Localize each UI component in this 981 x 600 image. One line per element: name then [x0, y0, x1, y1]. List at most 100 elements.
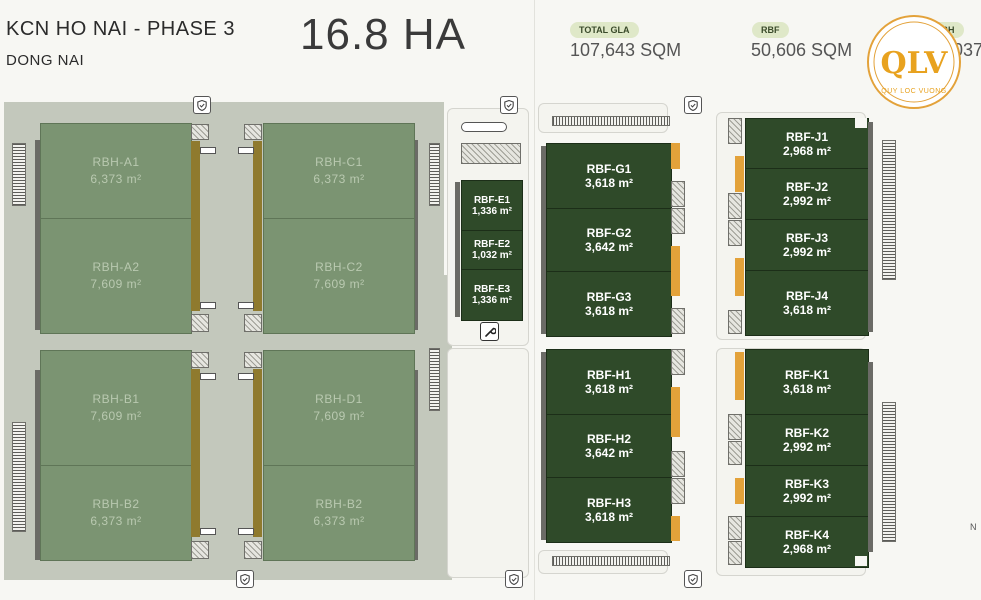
shield-icon[interactable]	[684, 570, 702, 588]
block-area: 2,992 m²	[782, 491, 832, 505]
shield-icon[interactable]	[236, 570, 254, 588]
block-rbh-b1[interactable]: RBH-B1 7,609 m²	[40, 350, 192, 466]
loading-dock	[735, 352, 744, 400]
block-rbh-b2[interactable]: RBH-B2 6,373 m²	[40, 465, 192, 561]
block-rbf-k4[interactable]: RBF-K4 2,968 m²	[745, 516, 869, 568]
block-rbf-e2[interactable]: RBF-E2 1,032 m²	[461, 230, 523, 270]
block-rbh-a2[interactable]: RBH-A2 7,609 m²	[40, 218, 192, 334]
shield-icon[interactable]	[684, 96, 702, 114]
block-name: RBF-K4	[785, 528, 829, 542]
parking-slots	[429, 143, 440, 206]
block-area: 3,618 m²	[782, 382, 832, 396]
building-wall	[541, 146, 546, 334]
loading-dock	[671, 246, 680, 296]
block-area: 7,609 m²	[90, 409, 142, 423]
total-area: 16.8 HA	[300, 10, 466, 59]
loading-dock	[191, 369, 200, 537]
block-rbf-g1[interactable]: RBF-G1 3,618 m²	[546, 143, 672, 209]
block-area: 2,992 m²	[782, 245, 832, 259]
block-name: RBH-D1	[315, 392, 363, 406]
building-wall	[35, 370, 40, 560]
wrench-icon[interactable]	[480, 322, 499, 341]
guard-booth	[461, 122, 507, 132]
loading-ramp	[728, 118, 742, 144]
shield-icon[interactable]	[193, 96, 211, 114]
loading-ramp	[728, 541, 742, 565]
block-name: RBF-H2	[587, 432, 631, 446]
loading-ramp	[671, 478, 685, 504]
block-name: RBF-J2	[785, 180, 828, 194]
block-rbf-g2[interactable]: RBF-G2 3,642 m²	[546, 208, 672, 272]
stat-badge: TOTAL GLA	[570, 22, 639, 38]
block-rbf-j3[interactable]: RBF-J3 2,992 m²	[745, 219, 869, 271]
block-name: RBF-J1	[785, 129, 828, 144]
block-rbf-e3[interactable]: RBF-E3 1,336 m²	[461, 269, 523, 321]
loading-ramp	[728, 516, 742, 540]
block-name: RBF-E1	[473, 194, 511, 206]
block-rbf-j2[interactable]: RBF-J2 2,992 m²	[745, 168, 869, 220]
block-area: 7,609 m²	[90, 277, 142, 291]
block-rbf-j4[interactable]: RBF-J4 3,618 m²	[745, 270, 869, 336]
shield-icon[interactable]	[500, 96, 518, 114]
block-rbh-d1[interactable]: RBH-D1 7,609 m²	[263, 350, 415, 466]
block-rbh-d2[interactable]: RBH-B2 6,373 m²	[263, 465, 415, 561]
block-rbf-h2[interactable]: RBF-H2 3,642 m²	[546, 414, 672, 478]
dock-door	[238, 528, 254, 535]
parking-slots	[552, 556, 670, 566]
block-area: 2,968 m²	[782, 542, 832, 556]
block-rbh-a1[interactable]: RBH-A1 6,373 m²	[40, 123, 192, 219]
dock-door	[238, 373, 254, 380]
block-name: RBH-C1	[315, 155, 363, 169]
logo-mark: QLV	[880, 46, 948, 81]
parking-slots	[12, 143, 26, 206]
loading-ramp	[728, 414, 742, 440]
block-name: RBF-G2	[586, 226, 632, 240]
block-rbh-c2[interactable]: RBH-C2 7,609 m²	[263, 218, 415, 334]
block-area: 2,968 m²	[782, 143, 832, 158]
block-rbf-k1[interactable]: RBF-K1 3,618 m²	[745, 349, 869, 415]
block-name: RBH-B2	[315, 497, 363, 511]
stat-badge: RBF	[752, 22, 789, 38]
block-rbf-k2[interactable]: RBF-K2 2,992 m²	[745, 414, 869, 466]
road-loop	[447, 348, 529, 578]
loading-ramp	[191, 352, 209, 368]
block-area: 7,609 m²	[313, 409, 365, 423]
page-title: KCN HO NAI - PHASE 3	[6, 18, 235, 40]
parking-slots	[882, 402, 896, 542]
block-rbf-h1[interactable]: RBF-H1 3,618 m²	[546, 349, 672, 415]
block-rbf-h3[interactable]: RBF-H3 3,618 m²	[546, 477, 672, 543]
block-rbf-j1[interactable]: RBF-J1 2,968 m²	[745, 118, 869, 169]
block-rbh-c1[interactable]: RBH-C1 6,373 m²	[263, 123, 415, 219]
block-name: RBH-B1	[92, 392, 140, 406]
loading-ramp	[191, 314, 209, 332]
block-rbf-k3[interactable]: RBF-K3 2,992 m²	[745, 465, 869, 517]
stat-value: 50,606 SQM	[751, 40, 853, 60]
loading-dock	[671, 143, 680, 169]
block-area: 6,373 m²	[313, 514, 365, 528]
divider	[534, 0, 535, 600]
dock-door	[200, 147, 216, 154]
block-area: 3,618 m²	[584, 304, 634, 318]
block-rbf-g3[interactable]: RBF-G3 3,618 m²	[546, 271, 672, 337]
block-name: RBH-C2	[315, 260, 363, 274]
loading-dock	[735, 478, 744, 504]
loading-ramp	[671, 208, 685, 234]
block-rbf-e1[interactable]: RBF-E1 1,336 m²	[461, 180, 523, 231]
building-wall	[868, 362, 873, 552]
block-area: 3,642 m²	[584, 446, 634, 460]
stat-value: 107,643 SQM	[570, 40, 682, 60]
stat-rbf: RBF	[752, 20, 789, 38]
block-area: 3,618 m²	[584, 176, 634, 190]
shield-icon[interactable]	[505, 570, 523, 588]
loading-ramp	[244, 352, 262, 368]
parking-slots	[429, 348, 440, 411]
building-wall	[413, 370, 418, 560]
loading-dock	[191, 141, 200, 311]
block-area: 3,618 m²	[584, 510, 634, 524]
building-wall	[455, 182, 460, 317]
block-name: RBF-G1	[586, 162, 632, 176]
loading-ramp	[728, 310, 742, 334]
loading-dock	[253, 141, 262, 311]
block-name: RBF-H1	[587, 368, 631, 382]
loading-ramp	[671, 451, 685, 477]
